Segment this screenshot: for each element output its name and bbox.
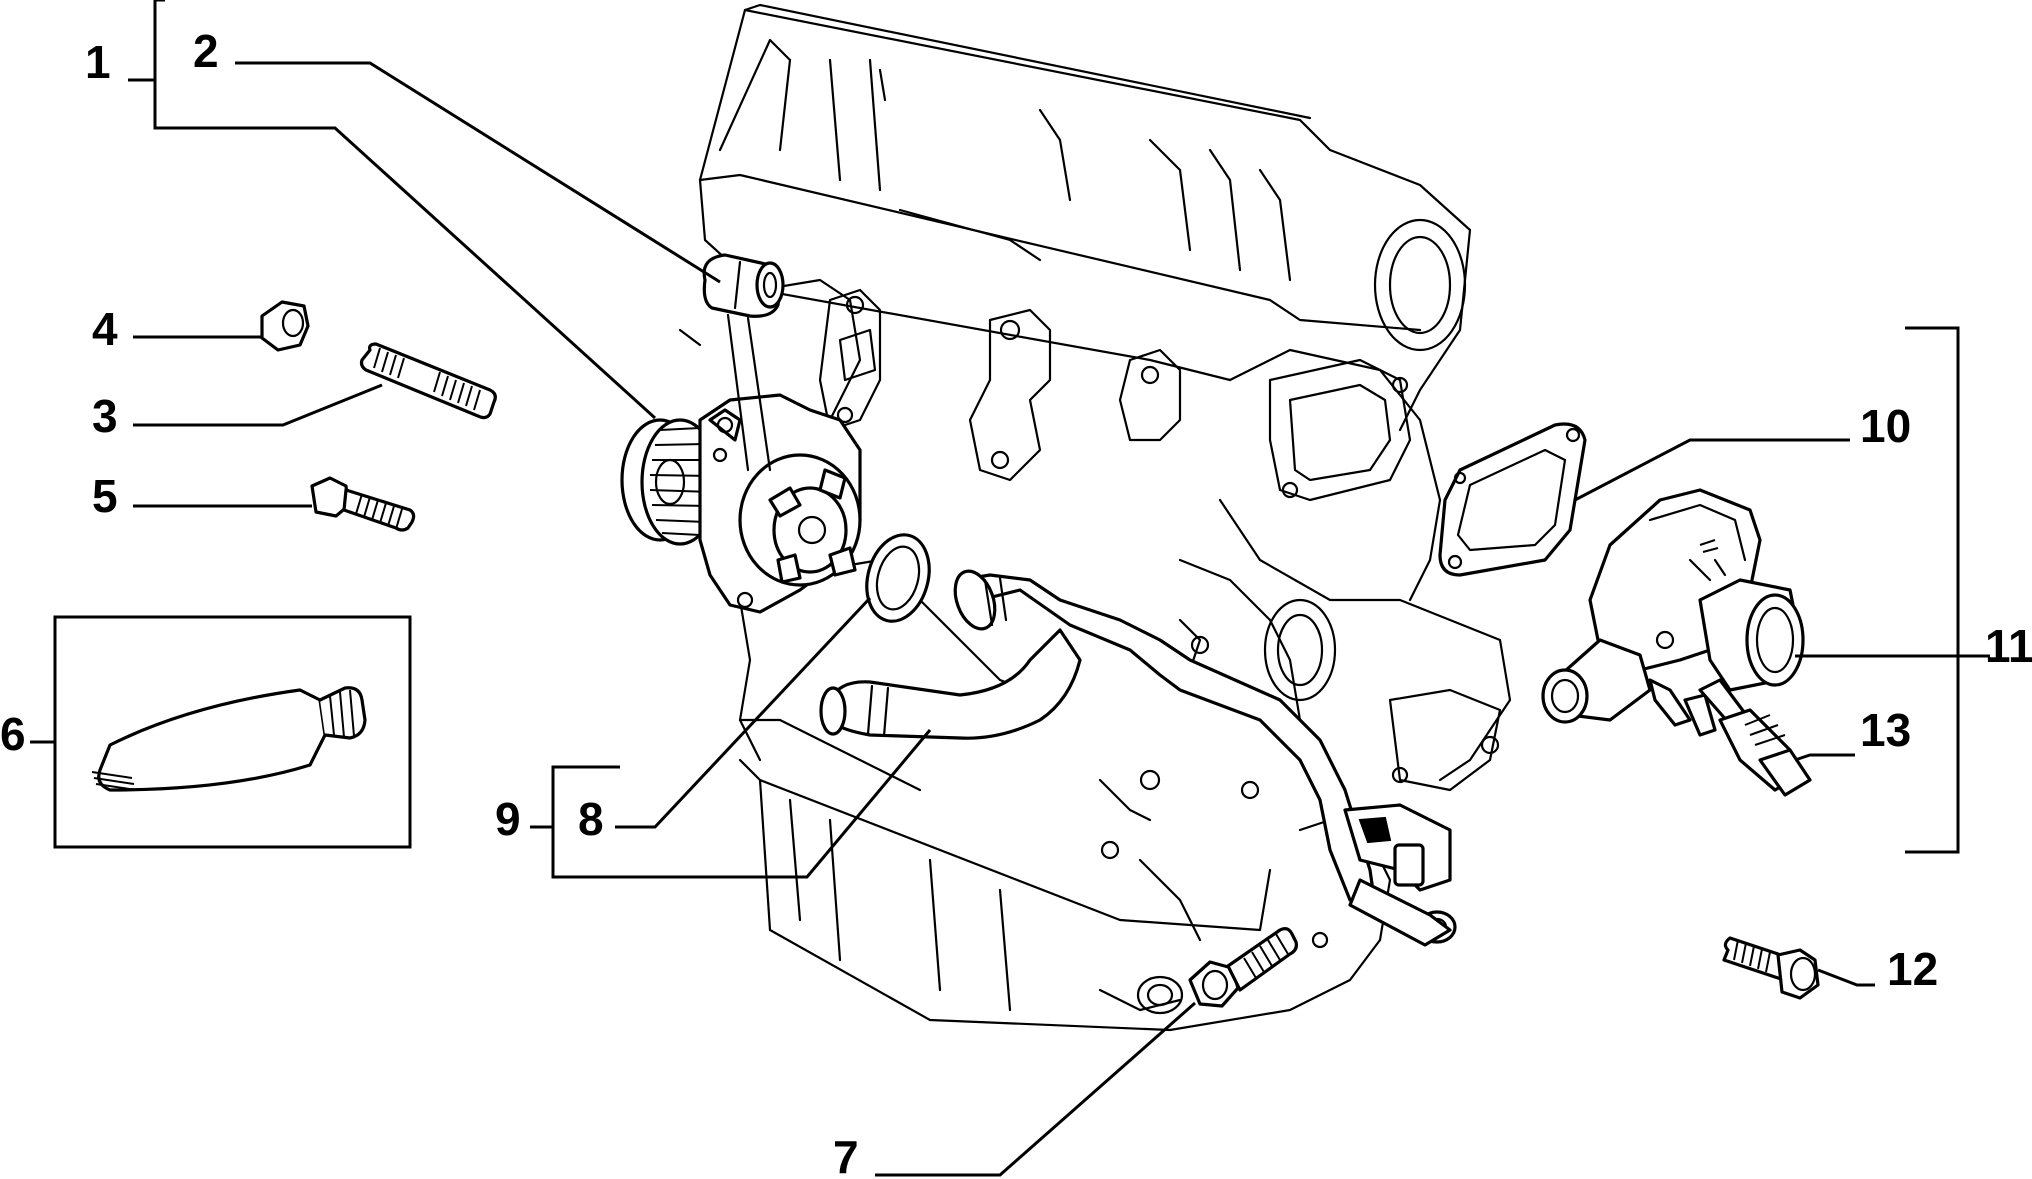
leader-lines (30, 0, 1990, 1177)
callout-2: 2 (193, 25, 219, 77)
part-10-gasket (1438, 422, 1587, 577)
callout-numbers: 1 2 4 3 5 6 9 8 7 10 11 13 12 (0, 25, 2032, 1179)
part-2-bushing (702, 253, 785, 318)
callout-6: 6 (0, 708, 26, 760)
part-5-bolt (310, 476, 416, 532)
part-7-bolt (1188, 927, 1298, 1008)
part-1-water-pump (620, 313, 862, 614)
callout-13: 13 (1860, 704, 1911, 756)
callout-5: 5 (92, 470, 118, 522)
callout-3: 3 (92, 390, 118, 442)
callout-8: 8 (578, 793, 604, 845)
part-6-sealant-tube (53, 615, 412, 849)
callout-11: 11 (1985, 620, 2032, 672)
part-8-o-ring (865, 533, 931, 623)
callout-1: 1 (85, 36, 111, 88)
part-11-thermostat-housing (1541, 488, 1805, 737)
callout-9: 9 (495, 793, 521, 845)
callout-7: 7 (833, 1131, 859, 1179)
callout-10: 10 (1860, 400, 1911, 452)
callout-4: 4 (92, 303, 118, 355)
part-12-bolt (1722, 936, 1820, 1000)
part-4-nut (260, 300, 310, 352)
part-3-stud (359, 342, 497, 420)
part-13-temperature-sensor (1698, 678, 1812, 797)
callout-12: 12 (1887, 943, 1938, 995)
part-9-coolant-pipe (819, 569, 1457, 947)
